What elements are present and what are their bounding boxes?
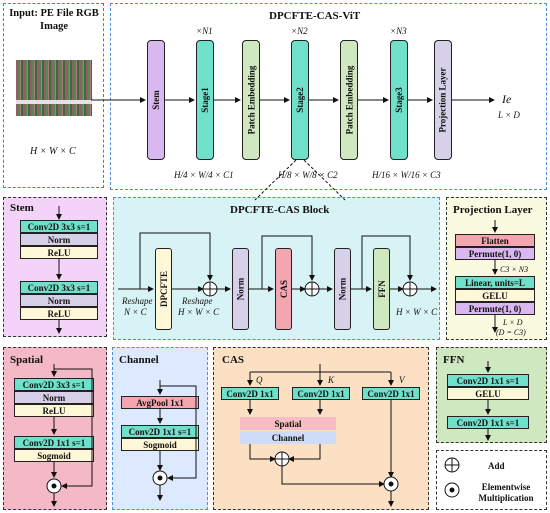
stage3-block: Stage3 [390, 40, 408, 160]
proj-gelu: GELU [455, 289, 535, 302]
patch-embedding-1: Patch Embedding [242, 40, 260, 160]
stem-title: Stem [10, 202, 34, 214]
cas-k-to-add [288, 444, 321, 462]
input-image-band [16, 100, 92, 104]
ffn-conv2: Conv2D 1x1 s=1 [447, 416, 529, 429]
reshape-2-label: Reshape [182, 296, 213, 306]
ffn-gelu: GELU [447, 387, 529, 400]
stem-relu2: ReLU [20, 307, 98, 320]
proj-dims1: C3 × N3 [500, 265, 529, 274]
repeat-n3: ×N3 [390, 26, 407, 36]
cas-channel: Channel [240, 431, 336, 444]
shape-stage2: H/8 × W/8 × C2 [278, 170, 338, 180]
ffn-conv1: Conv2D 1x1 s=1 [447, 374, 529, 387]
ffn-box: FFN [373, 248, 390, 330]
stem-norm1: Norm [20, 233, 98, 246]
channel-skip [160, 385, 197, 481]
cas-v: V [399, 375, 405, 385]
ffn-title: FFN [443, 354, 465, 366]
projection-panel: Projection Layer [446, 197, 547, 340]
projection-layer-block: Projection Layer [434, 40, 452, 160]
proj-dims2: L × D [503, 318, 523, 327]
spatial-relu: ReLU [14, 404, 94, 417]
input-image [16, 60, 92, 116]
reshape-2-dims: H × W × C [178, 307, 220, 317]
patch-embedding-2: Patch Embedding [340, 40, 358, 160]
spatial-norm: Norm [14, 391, 94, 404]
cas-q-to-add [249, 444, 276, 462]
spatial-conv2: Conv2D 1x1 s=1 [14, 436, 94, 449]
residual-2 [261, 235, 315, 289]
norm-box-2: Norm [334, 248, 351, 330]
cas-q: Q [256, 375, 263, 385]
cas-add-to-mult [281, 466, 385, 487]
stem-block: Stem [147, 40, 165, 160]
reshape-1-dims: N × C [124, 307, 147, 317]
block-title: DPCFTE-CAS Block [230, 204, 330, 216]
stem-relu1: ReLU [20, 246, 98, 259]
stem-conv2: Conv2D 3x3 s=1 [20, 281, 98, 294]
spatial-act: Sogmoid [14, 449, 94, 462]
dpcfte-box: DPCFTE [155, 248, 172, 330]
cas-conv-k: Conv2D 1x1 [292, 387, 350, 400]
zoom-line-right [303, 159, 346, 201]
vit-title: DPCFTE-CAS-ViT [269, 10, 361, 22]
stage2-block: Stage2 [291, 40, 309, 160]
cas-spatial: Spatial [240, 417, 336, 430]
shape-stage1: H/4 × W/4 × C1 [174, 170, 234, 180]
spatial-skip [54, 368, 93, 489]
input-panel: Input: PE File RGB Image H × W × C [3, 3, 104, 188]
repeat-n1: ×N1 [196, 26, 213, 36]
legend-panel [436, 450, 547, 510]
stage1-block: Stage1 [196, 40, 214, 160]
stem-norm2: Norm [20, 294, 98, 307]
proj-linear: Linear, units=L [455, 276, 535, 289]
channel-title: Channel [119, 354, 159, 366]
reshape-1-label: Reshape [122, 296, 153, 306]
legend-add-label: Add [488, 461, 505, 471]
stem-conv1: Conv2D 3x3 s=1 [20, 220, 98, 233]
cas-conv-v: Conv2D 1x1 [362, 387, 420, 400]
proj-permute2: Permute(1, 0) [455, 302, 535, 315]
zoom-line-left [254, 159, 297, 201]
cas-conv-q: Conv2D 1x1 [221, 387, 279, 400]
spatial-conv1: Conv2D 3x3 s=1 [14, 378, 94, 391]
output-ie: Ie [502, 92, 512, 106]
residual-3 [361, 235, 413, 289]
proj-dims3: (D = C3) [496, 328, 526, 337]
repeat-n2: ×N2 [291, 26, 308, 36]
cas-box: CAS [275, 248, 292, 330]
channel-conv: Conv2D 1x1 s=1 [121, 425, 199, 438]
channel-act: Sogmoid [121, 438, 199, 451]
residual-1 [139, 232, 213, 289]
cas-title: CAS [222, 354, 245, 366]
proj-permute1: Permute(1, 0) [455, 247, 535, 260]
cas-k: K [328, 375, 335, 385]
norm-box-1: Norm [232, 248, 249, 330]
input-dims: H × W × C [30, 146, 76, 157]
shape-stage3: H/16 × W/16 × C3 [372, 170, 441, 180]
input-title: Input: PE File RGB Image [9, 8, 99, 32]
legend-mult-label: Elementwise Multiplication [478, 482, 534, 503]
output-dims: L × D [498, 110, 520, 120]
projection-title: Projection Layer [453, 204, 533, 216]
spatial-title: Spatial [10, 354, 44, 366]
proj-flatten: Flatten [455, 234, 535, 247]
vit-panel: DPCFTE-CAS-ViT [110, 3, 547, 190]
block-out-dims: H × W × C [396, 307, 438, 317]
channel-pool: AvgPool 1x1 [121, 396, 199, 409]
